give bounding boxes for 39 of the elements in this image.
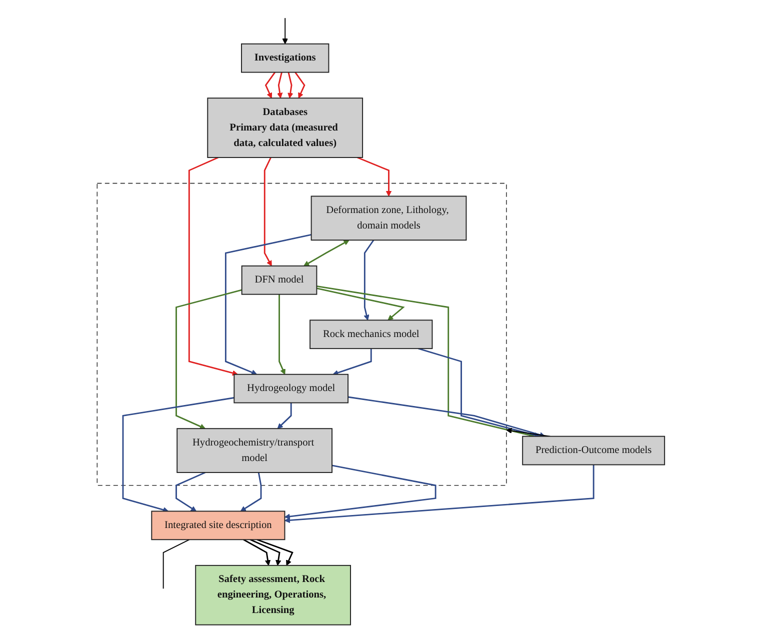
arrow [256,538,294,566]
arrow [250,538,282,566]
arrow [176,472,206,512]
arrow [332,348,372,376]
arrow [304,240,350,266]
node-box: Investigations [241,43,330,73]
arrow [225,234,312,376]
node-box: Deformation zone, Lithology, domain models [310,196,467,241]
node-box: Rock mechanics model [310,320,433,350]
arrow [348,396,546,438]
arrow [278,294,286,375]
node-box: Databases Primary data (measured data, calculated values) [207,98,364,158]
arrow [418,348,540,438]
arrow [357,156,392,196]
node-box: Integrated site description [151,510,286,540]
arrow [284,464,436,520]
arrow [316,285,535,438]
node-box: Prediction-Outcome models [522,436,666,466]
arrow [316,288,405,320]
node-box: Safety assessment, Rock engineering, Operations, Licensing [195,564,352,626]
arrow [188,156,238,376]
arrow [122,397,234,513]
arrow [282,18,288,44]
arrow [294,72,306,98]
arrow [176,289,242,430]
cluster [96,182,507,486]
arrow [277,402,292,429]
arrow [265,72,276,98]
arrow [288,72,294,98]
node-box: DFN model [241,265,318,295]
node-box: Hydrogeochemistry/transport model [176,428,333,473]
arrow [364,240,374,320]
arrow [284,464,594,524]
arrow [240,472,262,512]
node-box: Hydrogeology model [234,374,349,404]
arrow [264,157,272,266]
arrow [277,72,283,98]
arrow [243,539,271,566]
connector [162,539,190,590]
